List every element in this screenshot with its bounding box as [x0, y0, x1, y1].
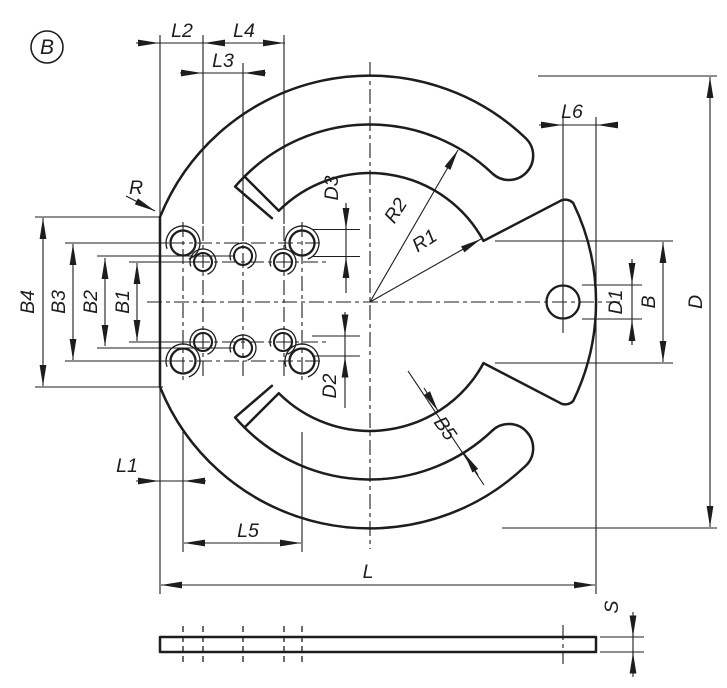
dimension-lines — [39, 39, 714, 677]
dim-label-l5: L5 — [237, 520, 259, 542]
dim-label-b3: B3 — [48, 290, 70, 314]
dim-label-s: S — [601, 600, 623, 613]
dim-label-b2: B2 — [80, 290, 102, 314]
dim-label-d: D — [685, 295, 707, 309]
dim-label-d1: D1 — [605, 290, 627, 315]
view-marker-label: B — [40, 36, 54, 59]
view-marker-circle — [30, 30, 64, 64]
dim-label-b1: B1 — [112, 290, 134, 314]
extension-lines — [35, 35, 717, 653]
view-marker: B — [30, 30, 64, 64]
tab-hole — [545, 284, 581, 320]
dim-label-l2: L2 — [171, 20, 193, 42]
dim-label-d3: D3 — [321, 175, 343, 200]
dim-label-l: L — [363, 561, 374, 583]
dim-label-l3: L3 — [212, 50, 234, 72]
dim-label-l4: L4 — [233, 20, 255, 42]
centerlines — [147, 62, 620, 664]
dimension-labels: L2 L4 L3 L6 L1 L5 L B4 B3 B2 B1 B D1 D D… — [17, 20, 707, 614]
dim-label-l1: L1 — [116, 455, 138, 477]
dim-label-l6: L6 — [561, 101, 583, 123]
dim-label-r1: R1 — [408, 225, 441, 257]
dim-label-b: B — [638, 295, 660, 308]
dim-label-b5: B5 — [429, 412, 461, 444]
part-outline — [158, 74, 598, 530]
dim-label-r: R — [129, 177, 143, 199]
side-view — [158, 626, 598, 663]
side-view-outline — [158, 635, 598, 654]
bottom-slot-end-edge — [233, 384, 274, 429]
dim-label-b4: B4 — [17, 290, 39, 314]
dim-label-r2: R2 — [380, 194, 412, 227]
dim-label-d2: D2 — [319, 373, 341, 398]
top-slot-end-edge — [233, 175, 274, 220]
main-view — [158, 74, 598, 530]
